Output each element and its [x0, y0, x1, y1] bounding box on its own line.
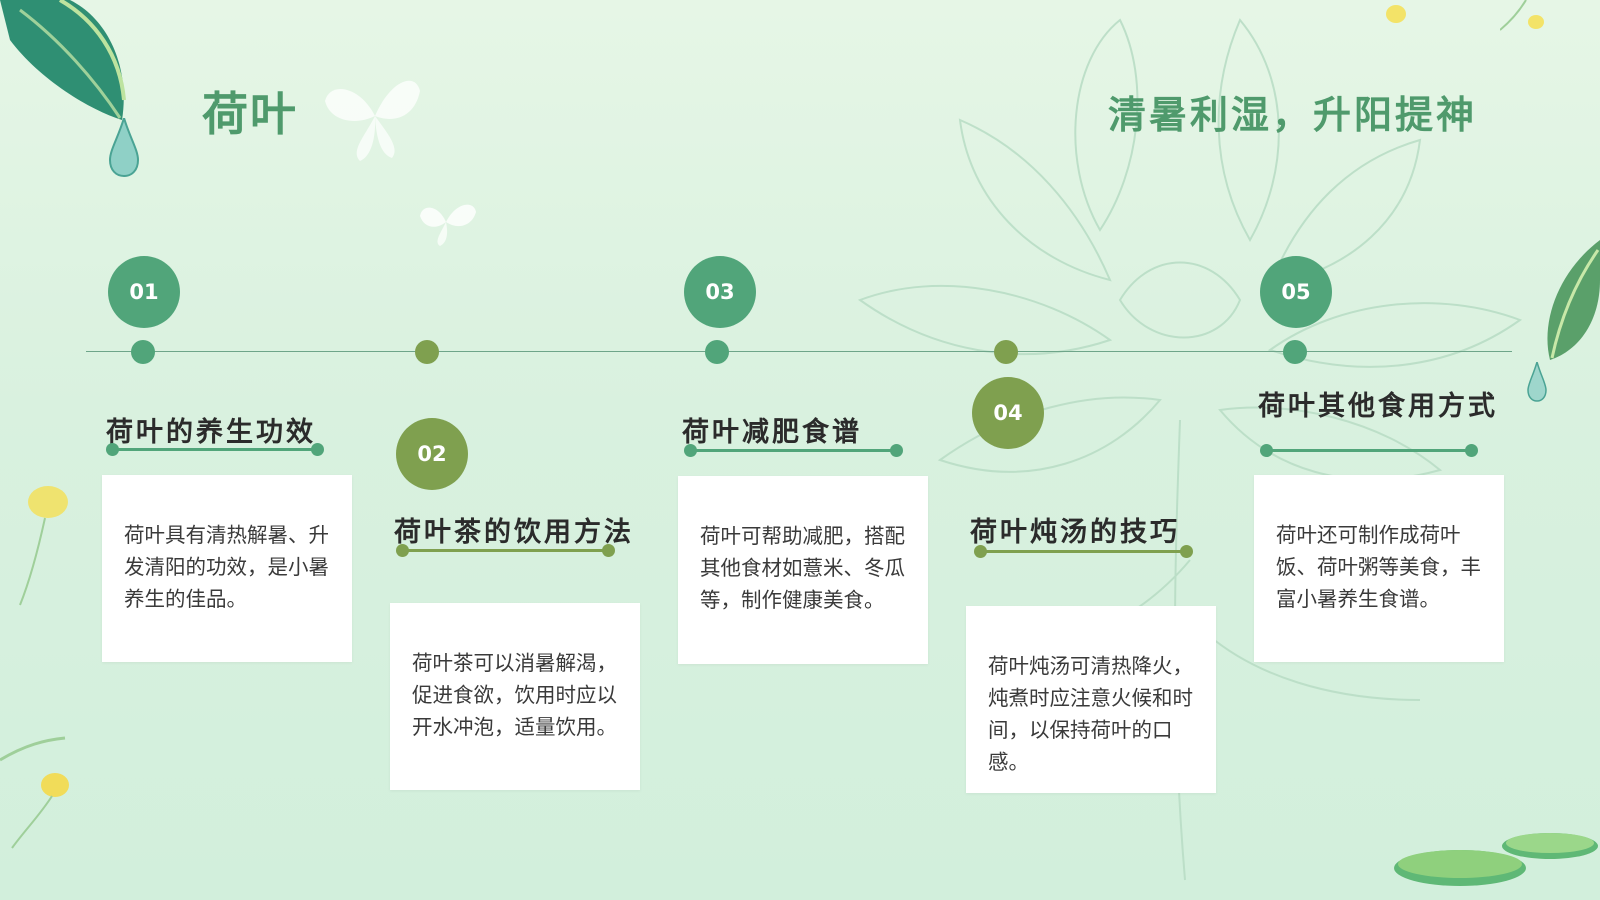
timeline-dot [1283, 340, 1307, 364]
timeline-dot [994, 340, 1018, 364]
step-card: 荷叶还可制作成荷叶饭、荷叶粥等美食，丰富小暑养生食谱。 [1254, 475, 1504, 662]
step-card: 荷叶炖汤可清热降火，炖煮时应注意火候和时间，以保持荷叶的口感。 [966, 606, 1216, 793]
butterfly-icon [325, 80, 420, 161]
timeline-dot [415, 340, 439, 364]
water-drop-icon [1527, 362, 1547, 402]
heading-underline [1260, 444, 1478, 457]
step-number-badge: 01 [108, 256, 180, 328]
page-subtitle: 清暑利湿，升阳提神 [1108, 92, 1478, 137]
timeline-dot [131, 340, 155, 364]
step-heading: 荷叶的养生功效 [106, 417, 316, 448]
step-card: 荷叶茶可以消暑解渴，促进食欲，饮用时应以开水冲泡，适量饮用。 [390, 603, 640, 790]
heading-underline [974, 545, 1193, 558]
step-description: 荷叶具有清热解暑、升发清阳的功效，是小暑养生的佳品。 [124, 523, 329, 611]
timeline-dot [705, 340, 729, 364]
heading-underline [684, 444, 903, 457]
step-number-badge: 02 [396, 418, 468, 490]
step-heading: 荷叶茶的饮用方法 [394, 517, 634, 548]
step-card: 荷叶具有清热解暑、升发清阳的功效，是小暑养生的佳品。 [102, 475, 352, 662]
timeline-line [86, 351, 1512, 352]
heading-underline [396, 544, 615, 557]
step-card: 荷叶可帮助减肥，搭配其他食材如薏米、冬瓜等，制作健康美食。 [678, 476, 928, 664]
step-description: 荷叶炖汤可清热降火，炖煮时应注意火候和时间，以保持荷叶的口感。 [988, 654, 1193, 774]
step-description: 荷叶可帮助减肥，搭配其他食材如薏米、冬瓜等，制作健康美食。 [700, 524, 905, 612]
yellow-flower-icon [1386, 5, 1406, 23]
step-heading: 荷叶炖汤的技巧 [970, 517, 1180, 548]
step-description: 荷叶茶可以消暑解渴，促进食欲，饮用时应以开水冲泡，适量饮用。 [412, 651, 617, 739]
step-description: 荷叶还可制作成荷叶饭、荷叶粥等美食，丰富小暑养生食谱。 [1276, 523, 1481, 611]
step-number-badge: 05 [1260, 256, 1332, 328]
leaf-icon [0, 0, 126, 120]
step-heading: 荷叶减肥食谱 [682, 417, 862, 448]
heading-underline [106, 443, 324, 456]
yellow-flower-icon [0, 736, 69, 849]
butterfly-icon [420, 204, 476, 246]
water-drop-icon [108, 118, 140, 178]
lily-pad-icon [1394, 833, 1598, 886]
page-title: 荷叶 [202, 87, 298, 141]
leaf-icon [1547, 240, 1600, 360]
step-heading: 荷叶其他食用方式 [1258, 391, 1498, 422]
step-number-badge: 04 [972, 377, 1044, 449]
step-number-badge: 03 [684, 256, 756, 328]
yellow-flower-icon [19, 486, 68, 606]
yellow-flower-icon [1500, 0, 1544, 31]
